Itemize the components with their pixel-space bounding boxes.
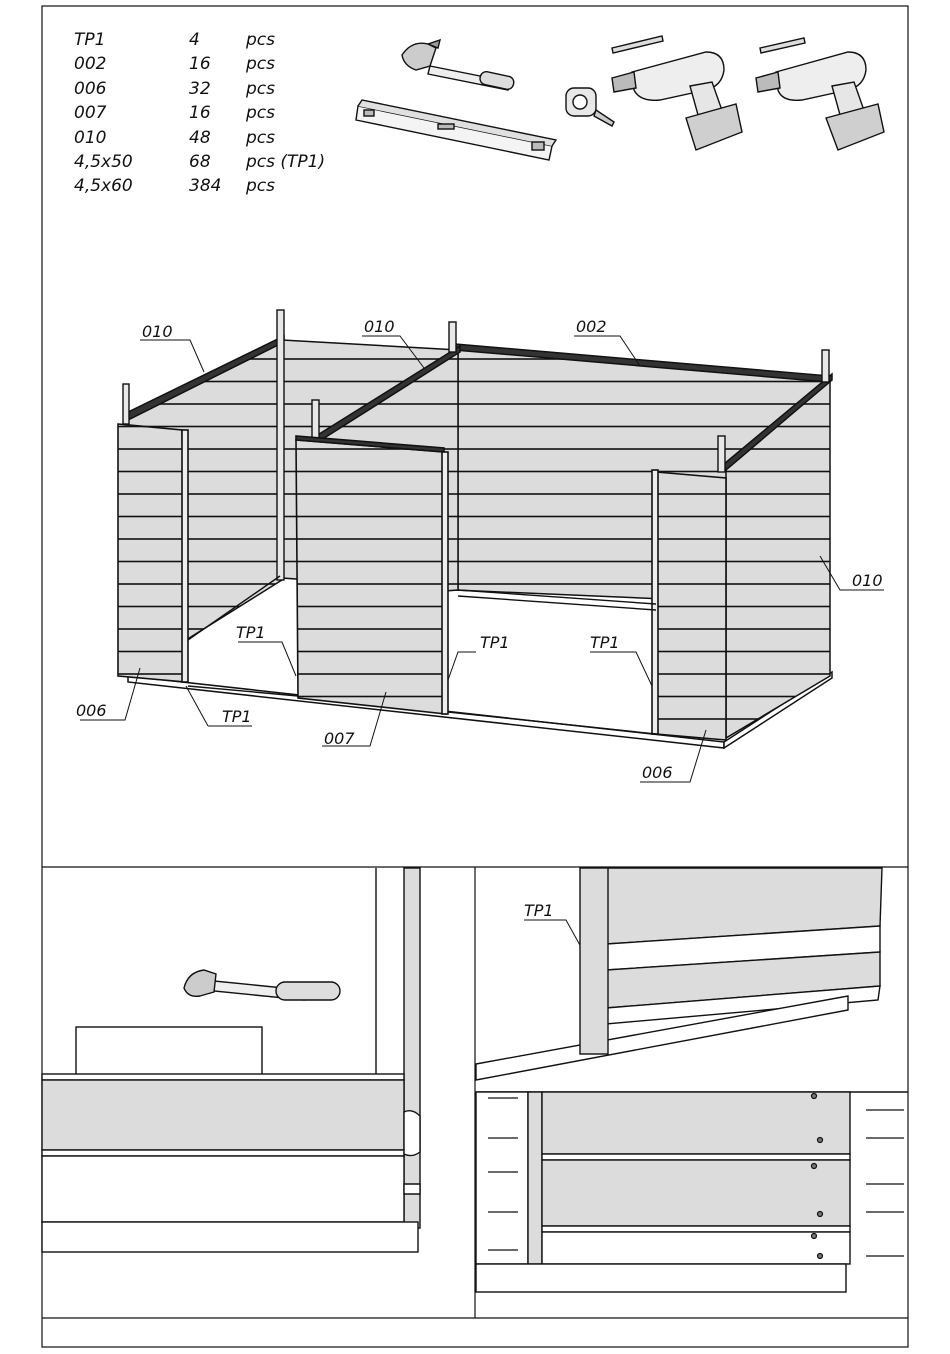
part-code: TP1: [74, 30, 105, 50]
part-unit: pcs: [246, 30, 275, 50]
part-unit: pcs: [246, 54, 275, 74]
detail-joint-section: [42, 868, 420, 1252]
callout-wall-back: 002: [576, 317, 607, 336]
callout-front-left-post: TP1: [222, 707, 252, 726]
cordless-drill-icon: [612, 52, 742, 150]
part-qty: 48: [189, 128, 211, 148]
front-middle-007: [296, 436, 448, 714]
part-code: 006: [74, 79, 106, 99]
callout-front-left: 006: [76, 701, 107, 720]
part-code: 007: [74, 103, 106, 123]
detail-screw-pattern: [476, 1092, 908, 1292]
part-unit: pcs: [246, 176, 275, 196]
callout-inner-post-left: TP1: [236, 623, 266, 642]
callout-detail-post: TP1: [524, 901, 554, 920]
callout-wall-left: 010: [142, 322, 173, 341]
detail-post-fixing: [476, 868, 882, 1080]
callout-wall-middle: 010: [364, 317, 395, 336]
hammer-icon: [184, 970, 340, 1000]
part-qty: 384: [189, 176, 221, 196]
part-code: 002: [74, 54, 106, 74]
part-qty: 16: [189, 54, 211, 74]
hammer-icon: [402, 40, 515, 90]
spirit-level-icon: [356, 100, 556, 160]
part-code: 010: [74, 128, 106, 148]
callout-inner-post-right: TP1: [590, 633, 620, 652]
part-qty: 32: [189, 79, 211, 99]
part-code: 4,5x60: [74, 176, 133, 196]
front-right-006: [652, 470, 726, 740]
callout-front-middle: 007: [324, 729, 355, 748]
tape-measure-icon: [566, 88, 614, 126]
screwdriver-bit-icon: [760, 38, 805, 53]
callout-wall-right: 010: [852, 571, 883, 590]
drill-bit-icon: [612, 36, 663, 53]
part-unit: pcs: [246, 103, 275, 123]
part-unit: pcs: [246, 128, 275, 148]
part-code: 4,5x50: [74, 152, 133, 172]
part-unit: pcs (TP1): [246, 152, 325, 172]
callout-inner-post-middle: TP1: [480, 633, 510, 652]
front-left-006: [118, 424, 188, 682]
part-qty: 16: [189, 103, 211, 123]
part-unit: pcs: [246, 79, 275, 99]
part-qty: 68: [189, 152, 211, 172]
part-qty: 4: [189, 30, 200, 50]
callout-front-right: 006: [642, 763, 673, 782]
cordless-screwdriver-icon: [756, 52, 884, 150]
